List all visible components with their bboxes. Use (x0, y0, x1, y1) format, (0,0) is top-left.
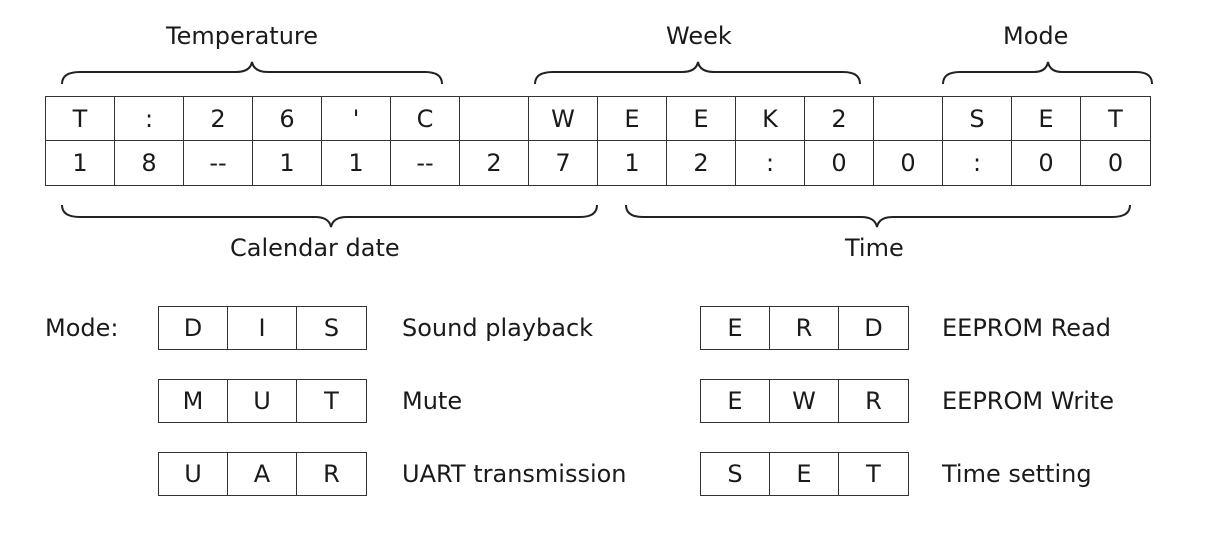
display-cell: : (943, 141, 1012, 185)
mode-code-cell: A (228, 453, 297, 495)
mode-label: Mode (1003, 22, 1069, 50)
display-cell: : (115, 97, 184, 141)
mode-desc-set: Time setting (942, 460, 1092, 488)
display-cell: W (529, 97, 598, 141)
mode-code-cell: S (323, 314, 340, 342)
display-cell: 1 (46, 141, 115, 185)
display-cell: 0 (874, 141, 943, 185)
mode-code-cell: W (770, 380, 839, 422)
display-cell: 8 (115, 141, 184, 185)
display-cell: 1 (253, 141, 322, 185)
display-cell: 2 (460, 141, 529, 185)
display-cell: 7 (529, 141, 598, 185)
mode-code-cell: D (159, 307, 228, 349)
mode-desc-ewr: EEPROM Write (942, 387, 1115, 415)
mode-code-cell: E (701, 380, 770, 422)
mode-desc-erd: EEPROM Read (942, 314, 1112, 342)
calendar-date-brace (61, 204, 598, 228)
mode-code-cell: D (864, 314, 883, 342)
display-cell (460, 97, 529, 141)
mode-code-cell: S (701, 453, 770, 495)
mode-code-cell: T (324, 387, 339, 415)
temperature-label: Temperature (166, 22, 319, 50)
display-cell: E (667, 97, 736, 141)
modes-title: Mode: (45, 314, 119, 342)
mode-desc-dis: Sound playback (402, 314, 594, 342)
display-cell: K (736, 97, 805, 141)
mode-code-cell: M (159, 380, 228, 422)
display-cell (874, 97, 943, 141)
mode-code-cell: R (865, 387, 882, 415)
display-cell: -- (184, 141, 253, 185)
display-cell: -- (391, 141, 460, 185)
display-cell: T (1081, 97, 1150, 141)
week-brace (534, 61, 861, 85)
display-cell: 0 (1012, 141, 1081, 185)
display-cell: E (598, 97, 667, 141)
mode-code-cell: R (323, 460, 340, 488)
display-cell: 6 (253, 97, 322, 141)
mode-code-cell: R (770, 307, 839, 349)
display-cell: ' (322, 97, 391, 141)
mode-code-cell: U (159, 453, 228, 495)
display-cell: E (1012, 97, 1081, 141)
time-brace (625, 204, 1131, 228)
display-cell: : (736, 141, 805, 185)
temperature-brace (61, 61, 443, 85)
display-cell: 2 (805, 97, 874, 141)
display-cell: 0 (805, 141, 874, 185)
display-cell: 2 (184, 97, 253, 141)
time-label: Time (845, 234, 904, 262)
mode-brace (942, 61, 1153, 85)
display-cell: 0 (1107, 149, 1124, 177)
mode-desc-mut: Mute (402, 387, 463, 415)
display-cell: 1 (322, 141, 391, 185)
mode-code-cell: T (866, 460, 881, 488)
display-cell: T (46, 97, 115, 141)
mode-code-cell: I (228, 307, 297, 349)
display-cell: S (943, 97, 1012, 141)
week-label: Week (666, 22, 732, 50)
mode-code-cell: U (228, 380, 297, 422)
display-cell: 1 (598, 141, 667, 185)
display-cell: 2 (667, 141, 736, 185)
mode-code-cell: E (770, 453, 839, 495)
mode-desc-uar: UART transmission (402, 460, 627, 488)
mode-code-cell: E (701, 307, 770, 349)
display-cell: C (391, 97, 460, 141)
calendar-date-label: Calendar date (230, 234, 400, 262)
